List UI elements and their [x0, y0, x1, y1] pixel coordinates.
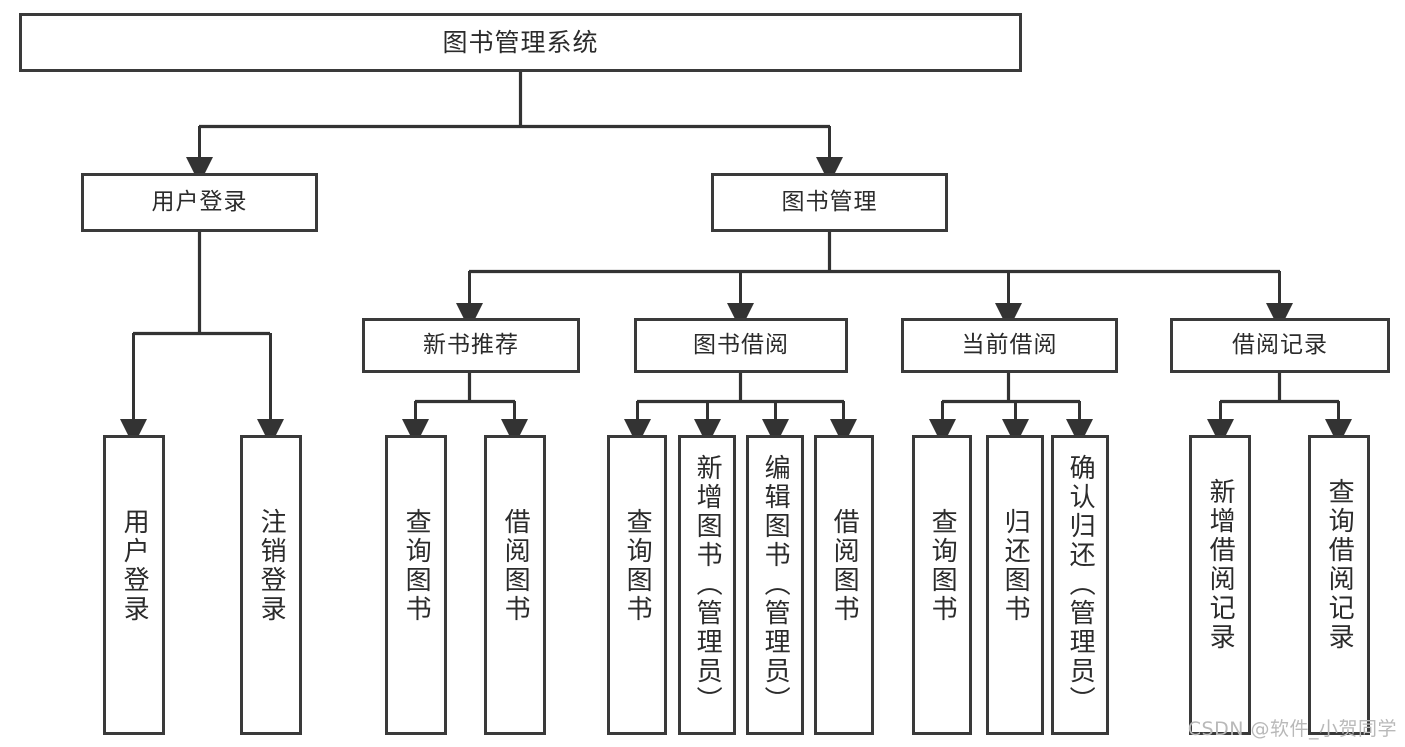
node-leaf-query-books-2[interactable]: 查询图书 [607, 435, 667, 735]
node-leaf-borrow-books-2[interactable]: 借阅图书 [814, 435, 874, 735]
node-label: 图书管理 [781, 188, 878, 215]
node-leaf-query-books-3[interactable]: 查询图书 [912, 435, 972, 735]
node-current-borrow[interactable]: 当前借阅 [901, 318, 1118, 373]
node-leaf-query-books-1[interactable]: 查询图书 [385, 435, 447, 735]
node-leaf-borrow-books-1[interactable]: 借阅图书 [484, 435, 546, 735]
watermark-text: CSDN @软件_小贺同学 [1187, 718, 1397, 740]
node-label: 借阅记录 [1232, 331, 1328, 358]
node-label: 新增图书（管理员） [692, 454, 723, 715]
node-label: 当前借阅 [961, 331, 1058, 358]
node-label: 图书管理系统 [442, 27, 599, 57]
node-label: 归还图书 [1000, 508, 1031, 624]
node-label: 借阅图书 [829, 508, 860, 624]
node-borrow-records[interactable]: 借阅记录 [1170, 318, 1390, 373]
node-label: 借阅图书 [500, 508, 531, 624]
node-root-system[interactable]: 图书管理系统 [19, 13, 1022, 72]
node-label: 图书借阅 [693, 331, 789, 358]
node-new-book-recommend[interactable]: 新书推荐 [362, 318, 580, 373]
node-label: 编辑图书（管理员） [760, 454, 791, 715]
node-label: 注销登录 [256, 508, 287, 624]
node-leaf-edit-book[interactable]: 编辑图书（管理员） [746, 435, 804, 735]
node-leaf-add-book[interactable]: 新增图书（管理员） [678, 435, 736, 735]
node-label: 确认归还（管理员） [1065, 454, 1096, 715]
node-user-login[interactable]: 用户登录 [81, 173, 318, 232]
node-leaf-return-books[interactable]: 归还图书 [986, 435, 1044, 735]
node-label: 查询图书 [927, 508, 958, 624]
node-book-management[interactable]: 图书管理 [711, 173, 948, 232]
node-label: 查询图书 [622, 508, 653, 624]
node-label: 查询图书 [401, 508, 432, 624]
node-label: 用户登录 [151, 188, 248, 215]
node-label: 新增借阅记录 [1205, 478, 1236, 652]
node-leaf-query-record[interactable]: 查询借阅记录 [1308, 435, 1370, 735]
node-book-borrow[interactable]: 图书借阅 [634, 318, 848, 373]
node-leaf-logout[interactable]: 注销登录 [240, 435, 302, 735]
node-label: 查询借阅记录 [1324, 478, 1355, 652]
node-leaf-user-login[interactable]: 用户登录 [103, 435, 165, 735]
node-label: 用户登录 [119, 508, 150, 624]
node-leaf-confirm-return[interactable]: 确认归还（管理员） [1051, 435, 1109, 735]
node-leaf-add-record[interactable]: 新增借阅记录 [1189, 435, 1251, 735]
node-label: 新书推荐 [423, 331, 519, 358]
